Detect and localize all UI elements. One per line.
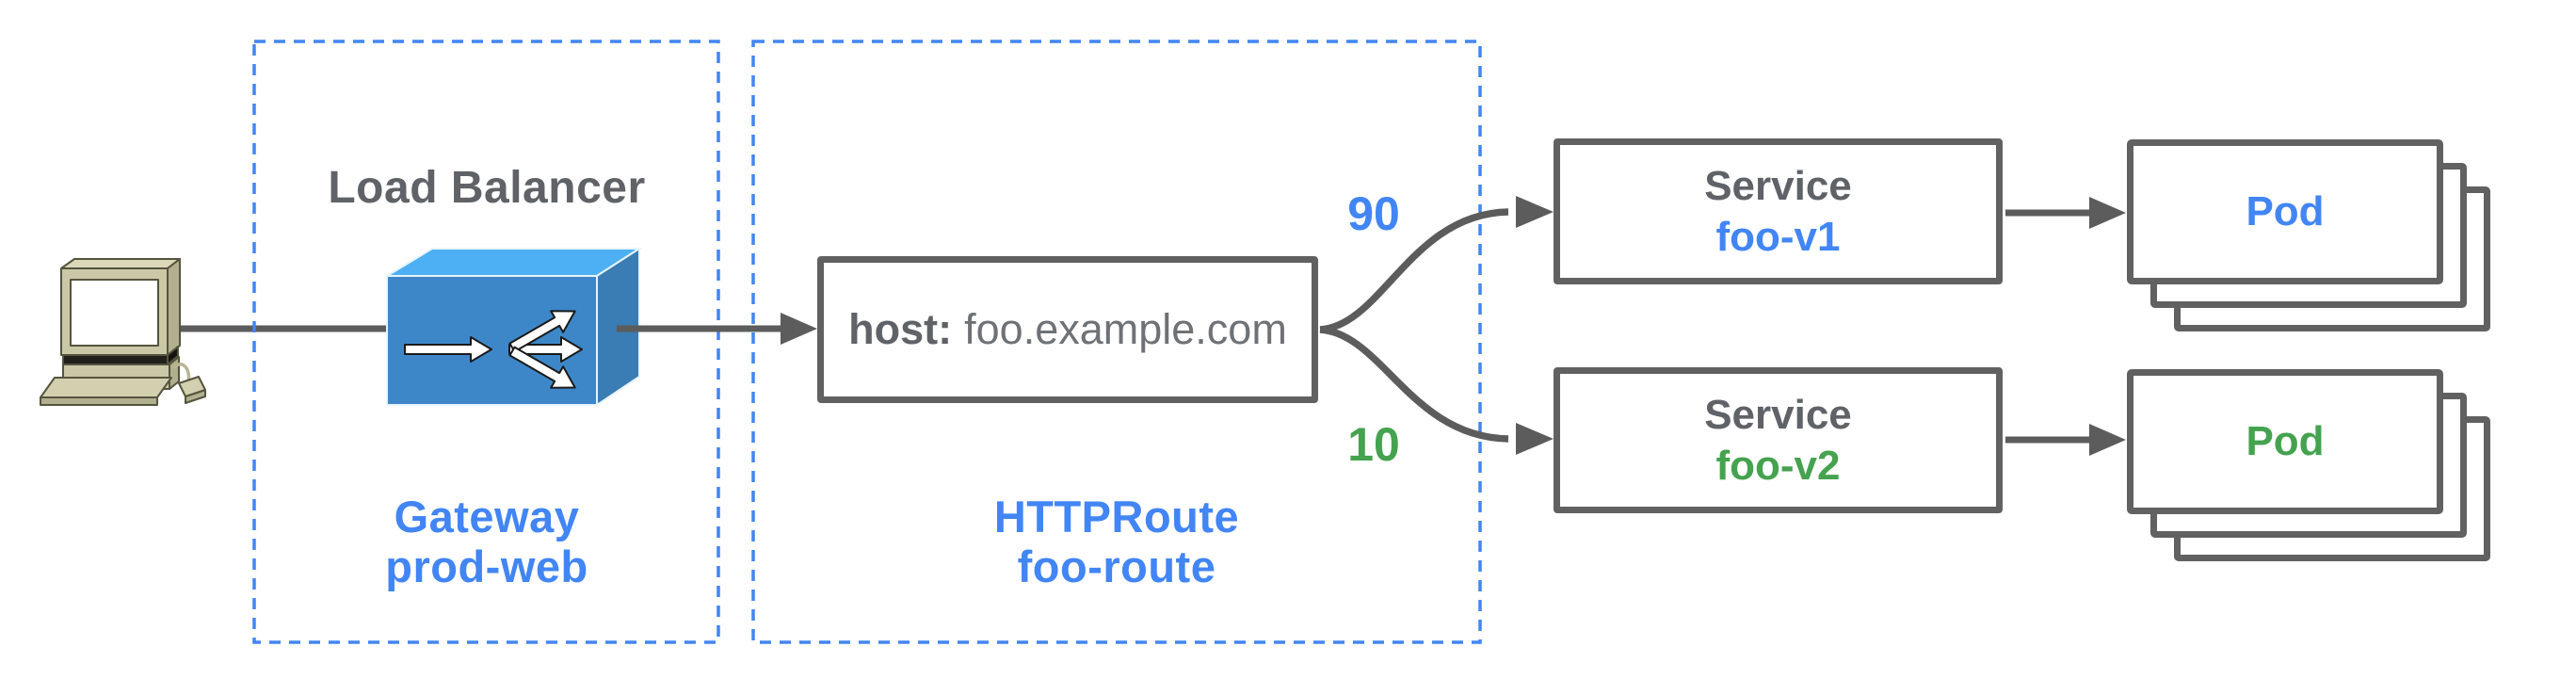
- gateway-kind-label: Gateway: [394, 492, 580, 541]
- pod-box-foo-v1: Pod: [2127, 139, 2443, 284]
- pod-box-foo-v2: Pod: [2127, 369, 2443, 514]
- route-split-edge-10: [1319, 326, 1554, 455]
- service-v2-to-pod-arrow: [2005, 424, 2126, 456]
- pod-stack-foo-v2: Pod: [2127, 369, 2490, 561]
- httproute-kind-label: HTTPRoute: [993, 492, 1240, 541]
- service-foo-v1-box: Service foo-v1: [1554, 138, 2003, 284]
- service-v1-kind-label: Service: [1704, 162, 1852, 209]
- service-v1-name-label: foo-v1: [1715, 213, 1841, 260]
- lb-to-host-arrow: [617, 313, 817, 345]
- route-split-edge-90: [1319, 196, 1554, 333]
- weight-90-label: 90: [1347, 187, 1400, 240]
- load-balancer-title: Load Balancer: [328, 162, 646, 213]
- gateway-label: Gateway prod-web: [254, 492, 719, 591]
- host-key-label: host:: [848, 305, 953, 353]
- weight-10-label: 10: [1347, 418, 1400, 471]
- httproute-host-box: host: foo.example.com: [817, 256, 1318, 403]
- host-value-label: foo.example.com: [964, 305, 1287, 353]
- httproute-name-label: foo-route: [1017, 541, 1216, 591]
- httproute-label: HTTPRoute foo-route: [753, 492, 1480, 591]
- service-foo-v2-box: Service foo-v2: [1554, 367, 2003, 513]
- service-v2-name-label: foo-v2: [1715, 442, 1841, 489]
- desktop-computer-icon: [40, 258, 206, 406]
- service-v1-to-pod-arrow: [2005, 197, 2126, 229]
- pod-stack-foo-v1: Pod: [2127, 139, 2490, 331]
- httproute-boundary-box: [751, 40, 1482, 644]
- gateway-boundary-box: [252, 40, 720, 644]
- gateway-name-label: prod-web: [385, 541, 588, 591]
- service-v2-kind-label: Service: [1704, 391, 1852, 438]
- load-balancer-icon: [383, 247, 643, 407]
